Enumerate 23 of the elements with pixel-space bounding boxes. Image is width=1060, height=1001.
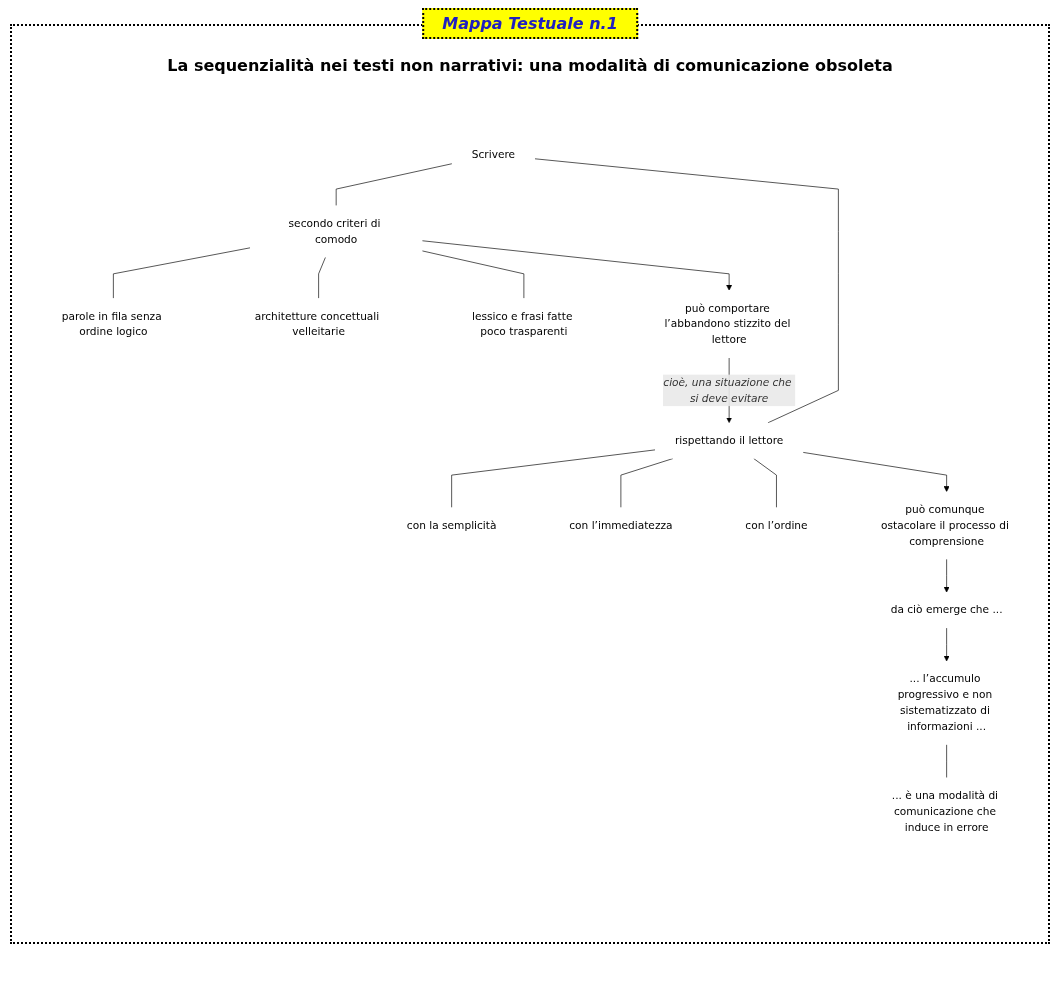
node-text: rispettando il lettore — [674, 434, 784, 447]
node-text: può comunque ostacolare il processo di comprensione — [881, 502, 1009, 548]
connector — [620, 458, 674, 508]
node-text: con la semplicità — [406, 518, 497, 532]
node-text: parole in fila senza ordine logico — [61, 309, 162, 339]
connector — [753, 458, 777, 508]
node-text: ... è una modalità di comunicazione che induce in errore — [891, 788, 999, 834]
node-text: lessico e frasi fatte poco trasparenti — [471, 309, 573, 339]
edge-label: cioè, una situazione che si deve evitare — [663, 375, 792, 405]
node-text: con l’ordine — [745, 518, 808, 532]
connector — [335, 163, 453, 206]
node-text: Scrivere — [471, 148, 516, 161]
connector — [113, 247, 251, 299]
node-text: da ciò emerge che ... — [890, 603, 1003, 617]
connector — [451, 449, 656, 508]
node-text: può comportare l’abbandono stizzito del lettore — [664, 301, 791, 346]
node-text: architetture concettuali velleitarie — [254, 309, 380, 339]
node-text: secondo criteri di comodo — [288, 216, 381, 246]
map-tag: Mappa Testuale n.1 — [422, 8, 638, 39]
connector — [421, 250, 525, 299]
map-title: La sequenzialità nei testi non narrativi: una modalità di comunicazione obsoleta — [166, 56, 894, 75]
node-text: ... l’accumulo progressivo e non sistematizzato di informazioni ... — [897, 672, 993, 733]
node-text: con l’immediatezza — [569, 518, 673, 532]
